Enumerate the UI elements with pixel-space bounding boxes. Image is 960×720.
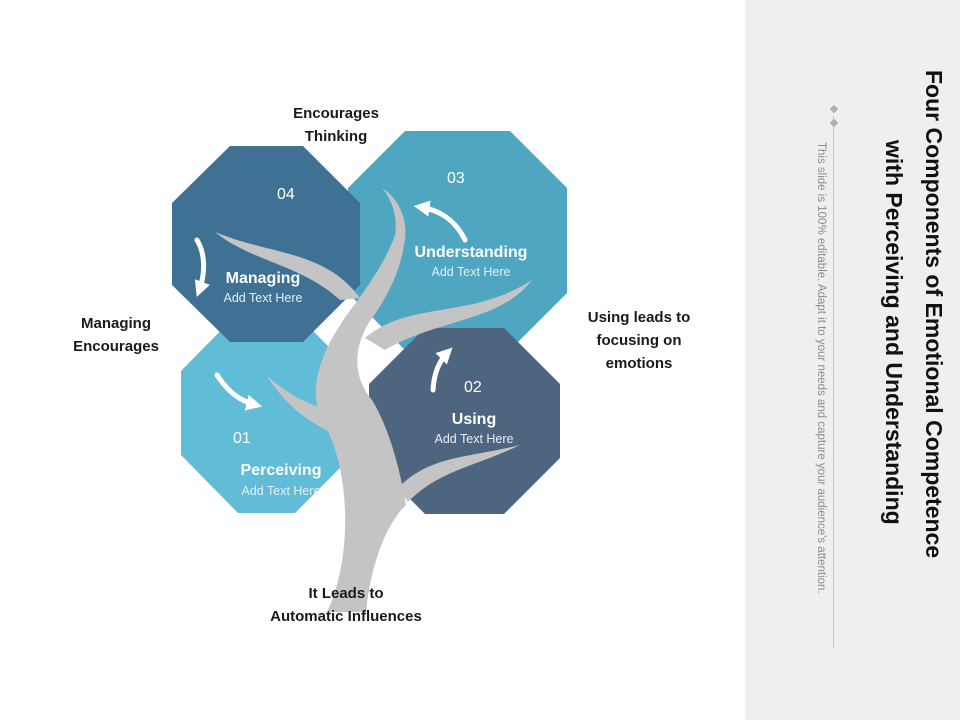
diamond-icon: [829, 118, 839, 128]
tile-managing: [172, 146, 360, 342]
tile-title: Understanding: [415, 244, 528, 261]
tile-title: Managing: [226, 270, 301, 287]
tile-perceiving: [181, 313, 353, 513]
svg-text:Thinking: Thinking: [305, 128, 368, 145]
tile-title: Using: [452, 411, 496, 428]
svg-text:Using leads to: Using leads to: [588, 309, 691, 326]
divider-line: [833, 116, 834, 648]
sidebar-panel: Four Components of Emotional Competence …: [745, 0, 960, 720]
diamond-icon: [829, 104, 839, 114]
arrow-icon: [194, 237, 210, 297]
components-diagram: 01 Perceiving Add Text Here 02 Using Add…: [73, 105, 691, 625]
tile-number: 04: [277, 186, 295, 203]
tile-number: 02: [464, 379, 482, 396]
svg-text:Encourages: Encourages: [73, 338, 159, 355]
tile-using: [369, 328, 560, 514]
caption-left: Managing Encourages: [73, 315, 159, 355]
tile-subtitle: Add Text Here: [435, 432, 514, 446]
slide-title: Four Components of Emotional Competence …: [881, 70, 947, 559]
svg-text:Automatic Influences: Automatic Influences: [270, 608, 422, 625]
caption-right: Using leads to focusing on emotions: [588, 309, 691, 372]
tile-subtitle: Add Text Here: [224, 291, 303, 305]
tree-graphic: [215, 188, 532, 612]
caption-bottom: It Leads to Automatic Influences: [270, 585, 422, 625]
svg-text:Encourages: Encourages: [293, 105, 379, 122]
tile-number: 03: [447, 170, 465, 187]
tile-number: 01: [233, 430, 251, 447]
arrow-icon: [413, 200, 468, 243]
arrow-icon: [214, 372, 263, 411]
slide-subtitle: This slide is 100% editable. Adapt it to…: [815, 142, 827, 594]
tile-title: Perceiving: [241, 462, 322, 479]
svg-text:Managing: Managing: [81, 315, 151, 332]
svg-text:It Leads to: It Leads to: [308, 585, 383, 602]
tile-subtitle: Add Text Here: [432, 265, 511, 279]
arrow-icon: [430, 347, 453, 393]
svg-text:emotions: emotions: [606, 355, 673, 372]
svg-text:focusing on: focusing on: [597, 332, 682, 349]
tile-subtitle: Add Text Here: [242, 484, 321, 498]
sidebar-rotated-content: Four Components of Emotional Competence …: [745, 70, 960, 670]
caption-top: Encourages Thinking: [293, 105, 379, 145]
